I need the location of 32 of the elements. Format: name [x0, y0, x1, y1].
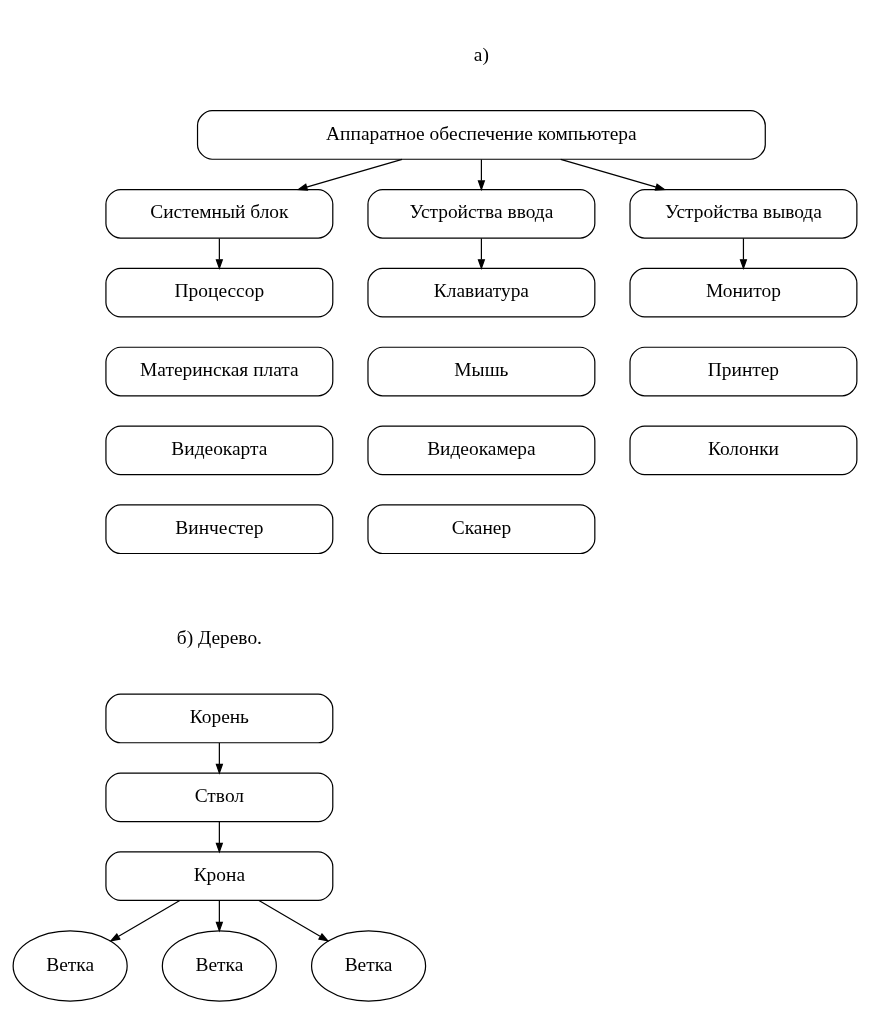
node-box: Колонки — [629, 425, 858, 476]
arrow — [477, 237, 486, 271]
node-box: Видеокамера — [367, 425, 596, 476]
node-box: Видеокарта — [105, 425, 334, 476]
node-box: Мышь — [367, 346, 596, 397]
arrow — [296, 158, 403, 191]
node-ellipse: Ветка — [161, 930, 277, 1002]
node-box: Крона — [105, 851, 334, 902]
node-box: Клавиатура — [367, 267, 596, 318]
label: а) — [473, 43, 489, 65]
node-box: Системный блок — [105, 188, 334, 239]
node-box: Принтер — [629, 346, 858, 397]
node-box: Винчестер — [105, 504, 334, 555]
arrow — [215, 237, 224, 271]
arrow — [560, 158, 667, 191]
node-box: Устройства вывода — [629, 188, 858, 239]
node-box: Корень — [105, 693, 334, 744]
node-box: Устройства ввода — [367, 188, 596, 239]
node-box: Материнская плата — [105, 346, 334, 397]
arrow — [215, 821, 224, 854]
arrow — [215, 742, 224, 775]
node-box: Аппаратное обеспечение компьютера — [196, 110, 766, 160]
node-box: Ствол — [105, 772, 334, 823]
arrow — [258, 900, 330, 942]
arrow — [215, 900, 224, 933]
node-box: Процессор — [105, 267, 334, 318]
label: б) Дерево. — [176, 627, 262, 649]
arrow — [739, 237, 748, 271]
node-box: Сканер — [367, 504, 596, 555]
arrow — [477, 158, 486, 192]
arrow — [109, 900, 181, 942]
node-box: Монитор — [629, 267, 858, 318]
